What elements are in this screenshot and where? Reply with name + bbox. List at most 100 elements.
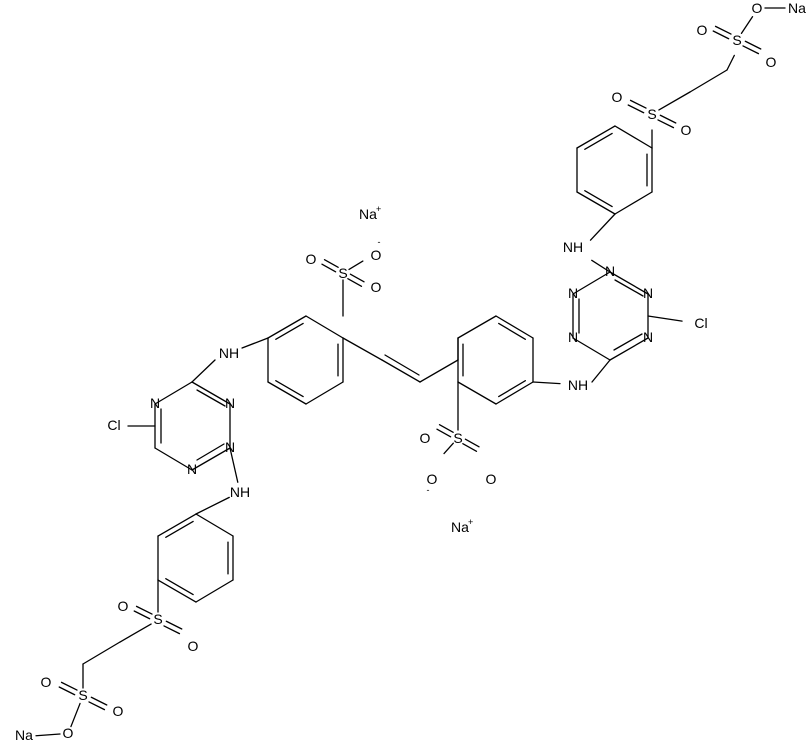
oxygen-upper-left-3: O [371,247,382,263]
left-lower-benzene-bond-5 [157,513,197,537]
bond-47 [70,702,81,728]
right-benzene-bond-0 [457,315,497,339]
bond-22 [191,447,231,471]
sulfonate-s-left: S [78,687,87,703]
bond-39 [165,620,183,630]
triazine-right-n3: N [643,329,653,345]
oxygen-lower-right-1: O [420,430,431,446]
triazine-right-n4: N [568,329,578,345]
bond-8 [323,259,339,268]
bond-4 [498,322,526,340]
oxygen-lower-right-3: O [427,471,438,487]
vinyl-bond-3 [419,359,459,383]
left-benzene-bond-5 [267,315,307,339]
right-benzene-bond-4 [457,381,497,405]
bond-18 [443,442,454,455]
triazine-right-n5: N [568,285,578,301]
bond-56 [614,279,644,297]
bond-27 [196,443,225,461]
right-upper-benzene-bond-0 [614,125,653,149]
oxygen-lower-right-2: O [486,471,497,487]
left-lower-benzene-bond-2 [195,579,234,603]
bond-25 [154,381,193,405]
charge-minus-lower: - [427,485,430,495]
sodium-charge-lower: + [468,517,473,527]
oxygen-upper-left-2: O [371,279,382,295]
bond-64 [589,213,616,241]
sodium-right: Na [788,0,806,16]
bond-67 [627,104,645,114]
bond-34 [195,496,230,515]
oxygen-sulfonate-left-3: O [63,725,74,741]
bond-69 [659,114,677,124]
sodium-ion-upper: Na [359,206,377,222]
bond-44 [58,686,76,696]
bond-3 [275,322,304,340]
right-upper-benzene-bond-2 [614,191,653,215]
triazine-right-to-nh [591,359,611,383]
vinyl-double [384,354,420,376]
triazine-left-n4: N [225,439,235,455]
bond-45 [88,701,106,711]
oxygen-upper-left-1: O [306,251,317,267]
triazine-left-n3: N [150,395,160,411]
bond-74 [712,30,730,40]
bond-43 [60,681,78,691]
bond-19 [241,337,269,349]
bond-59 [647,315,683,322]
triazine-left-n1: N [225,395,235,411]
bond-2 [275,380,304,398]
amine-right-upper: NH [563,239,583,255]
bond-53 [572,337,611,361]
bond-66 [629,99,647,109]
bond-32 [165,578,194,596]
sodium-ion-lower: Na [451,519,469,535]
left-benzene-bond-2 [305,381,344,405]
bond-36 [135,605,153,615]
triazine-left-n2: N [187,461,197,477]
right-upper-benzene-bond-3 [576,191,616,215]
left-lower-benzene-bond-3 [157,579,197,603]
right-benzene-bond-1 [495,315,534,339]
oxygen-sulfonate-right-3: O [752,0,763,16]
triazine-right-n1: N [605,263,615,279]
left-lower-benzene-bond-0 [195,513,234,537]
bond-26 [196,389,226,407]
oxygen-sulfone-left-2: O [188,638,199,654]
bond-37 [133,610,151,620]
bond-30 [229,447,239,483]
bond-62 [584,190,613,208]
sulfonate-s-upper-left: S [338,265,347,281]
bond-73 [714,25,732,35]
amine-right-lower: NH [568,377,588,393]
bond-76 [744,40,762,50]
right-benzene-bond-3 [495,381,534,405]
bond-38 [163,625,181,635]
bond-77 [740,16,754,34]
bond-48 [35,733,61,737]
bond-14 [438,424,454,433]
sulfonate-s-lower-right: S [453,430,462,446]
oxygen-sulfonate-left-2: O [113,703,124,719]
amine-left-upper: NH [219,345,239,361]
oxygen-sulfone-right-2: O [681,122,692,138]
bond-33 [165,520,194,538]
bond-10 [347,278,363,287]
vinyl-bond-2 [381,359,421,383]
bond-57 [613,333,643,351]
bond-55 [572,271,611,295]
bond-68 [657,119,675,129]
bond-70 [658,91,691,111]
bond-75 [742,45,760,55]
triazine-right-n2: N [643,285,653,301]
bond-50 [609,271,649,295]
charge-minus-upper: - [378,237,381,247]
bond-5 [498,380,526,398]
left-benzene-bond-0 [305,315,344,339]
bond-49 [532,381,561,385]
oxygen-sulfonate-right-2: O [766,54,777,70]
chloro-right: Cl [694,315,707,331]
bond-23 [154,447,193,471]
bond-41 [82,641,121,665]
